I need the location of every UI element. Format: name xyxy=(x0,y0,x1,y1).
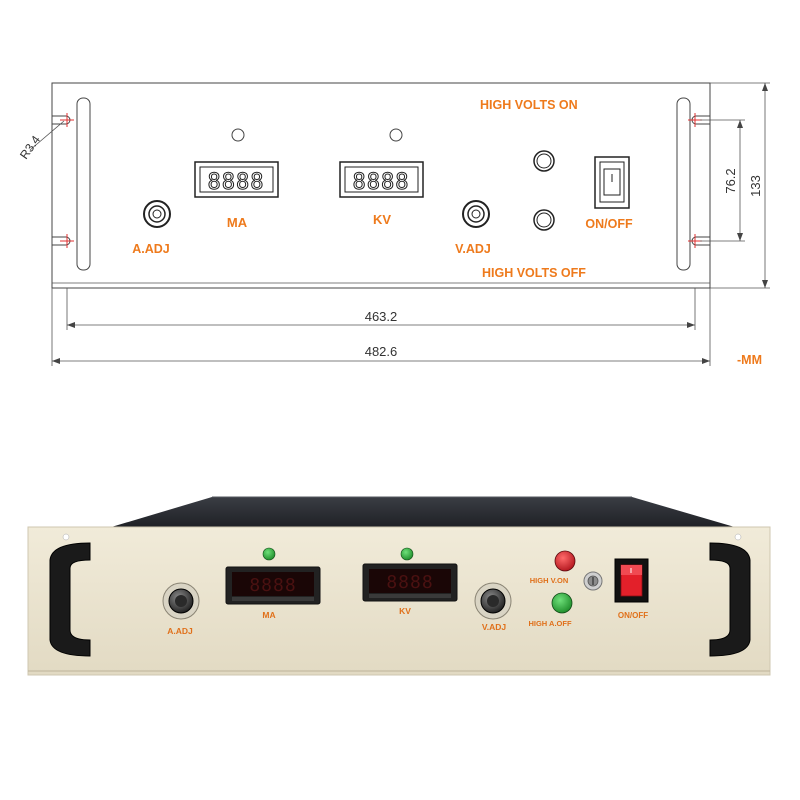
technical-drawing: R3.4 8888 8888 xyxy=(17,82,770,367)
unit-label: -MM xyxy=(737,353,762,367)
high-a-off-button[interactable] xyxy=(551,592,573,614)
radius-label: R3.4 xyxy=(17,133,43,162)
a-adj-knob-drawing xyxy=(143,200,171,228)
ma-display-digits: 8888 xyxy=(208,170,265,195)
v-adj-label: V.ADJ xyxy=(455,242,491,256)
overall-width-value: 482.6 xyxy=(365,344,398,359)
kv-display-digits: 8888 xyxy=(353,170,410,195)
high-volts-on-label: HIGH VOLTS ON xyxy=(480,98,578,112)
power-switch-drawing xyxy=(594,156,630,209)
a-adj-knob[interactable] xyxy=(162,582,200,620)
inner-width-value: 463.2 xyxy=(365,309,398,324)
photo-high-v-on-label: HIGH V.ON xyxy=(530,576,568,585)
top-cover xyxy=(108,497,738,528)
overall-width-dimension xyxy=(51,288,711,366)
kv-label: KV xyxy=(373,212,391,227)
product-photo: 8888 8888 xyxy=(27,496,771,676)
high-volts-off-button-drawing xyxy=(533,209,555,231)
high-v-on-button[interactable] xyxy=(554,550,576,572)
power-rocker-switch[interactable] xyxy=(614,558,649,603)
left-handle xyxy=(49,542,91,657)
kv-meter: 8888 xyxy=(362,563,458,602)
radius-leader xyxy=(29,120,65,151)
panel-height-dimension xyxy=(710,82,770,289)
kv-green-lamp xyxy=(400,547,414,561)
high-volts-on-button-drawing xyxy=(533,150,555,172)
kv-display: 8888 xyxy=(339,161,424,198)
ma-meter: 8888 xyxy=(225,566,321,605)
panel-height-value: 133 xyxy=(748,175,763,197)
a-adj-label: A.ADJ xyxy=(132,242,170,256)
photo-ma-label: MA xyxy=(262,610,275,620)
hole-center-marks xyxy=(60,113,702,248)
left-handle-slot xyxy=(76,97,91,271)
photo-kv-label: KV xyxy=(399,606,411,616)
photo-a-adj-label: A.ADJ xyxy=(167,626,193,636)
hole-spacing-dimension xyxy=(700,119,745,242)
svg-text:8888: 8888 xyxy=(249,575,296,596)
hole-spacing-value: 76.2 xyxy=(723,168,738,193)
v-adj-knob[interactable] xyxy=(474,582,512,620)
svg-text:8888: 8888 xyxy=(386,572,433,593)
right-handle-slot xyxy=(676,97,691,271)
panel-outline xyxy=(51,82,711,289)
v-adj-knob-drawing xyxy=(462,200,490,228)
kv-indicator-lamp xyxy=(389,128,403,142)
photo-v-adj-label: V.ADJ xyxy=(482,622,507,632)
ma-label: MA xyxy=(227,215,248,230)
ma-indicator-lamp xyxy=(231,128,245,142)
photo-on-off-label: ON/OFF xyxy=(618,611,648,620)
high-volts-off-label: HIGH VOLTS OFF xyxy=(482,266,586,280)
key-switch[interactable] xyxy=(583,571,603,591)
on-off-label: ON/OFF xyxy=(585,217,633,231)
ma-green-lamp xyxy=(262,547,276,561)
inner-width-dimension xyxy=(66,288,696,330)
photo-high-a-off-label: HIGH A.OFF xyxy=(528,619,571,628)
ma-display: 8888 xyxy=(194,161,279,198)
right-handle xyxy=(709,542,751,657)
